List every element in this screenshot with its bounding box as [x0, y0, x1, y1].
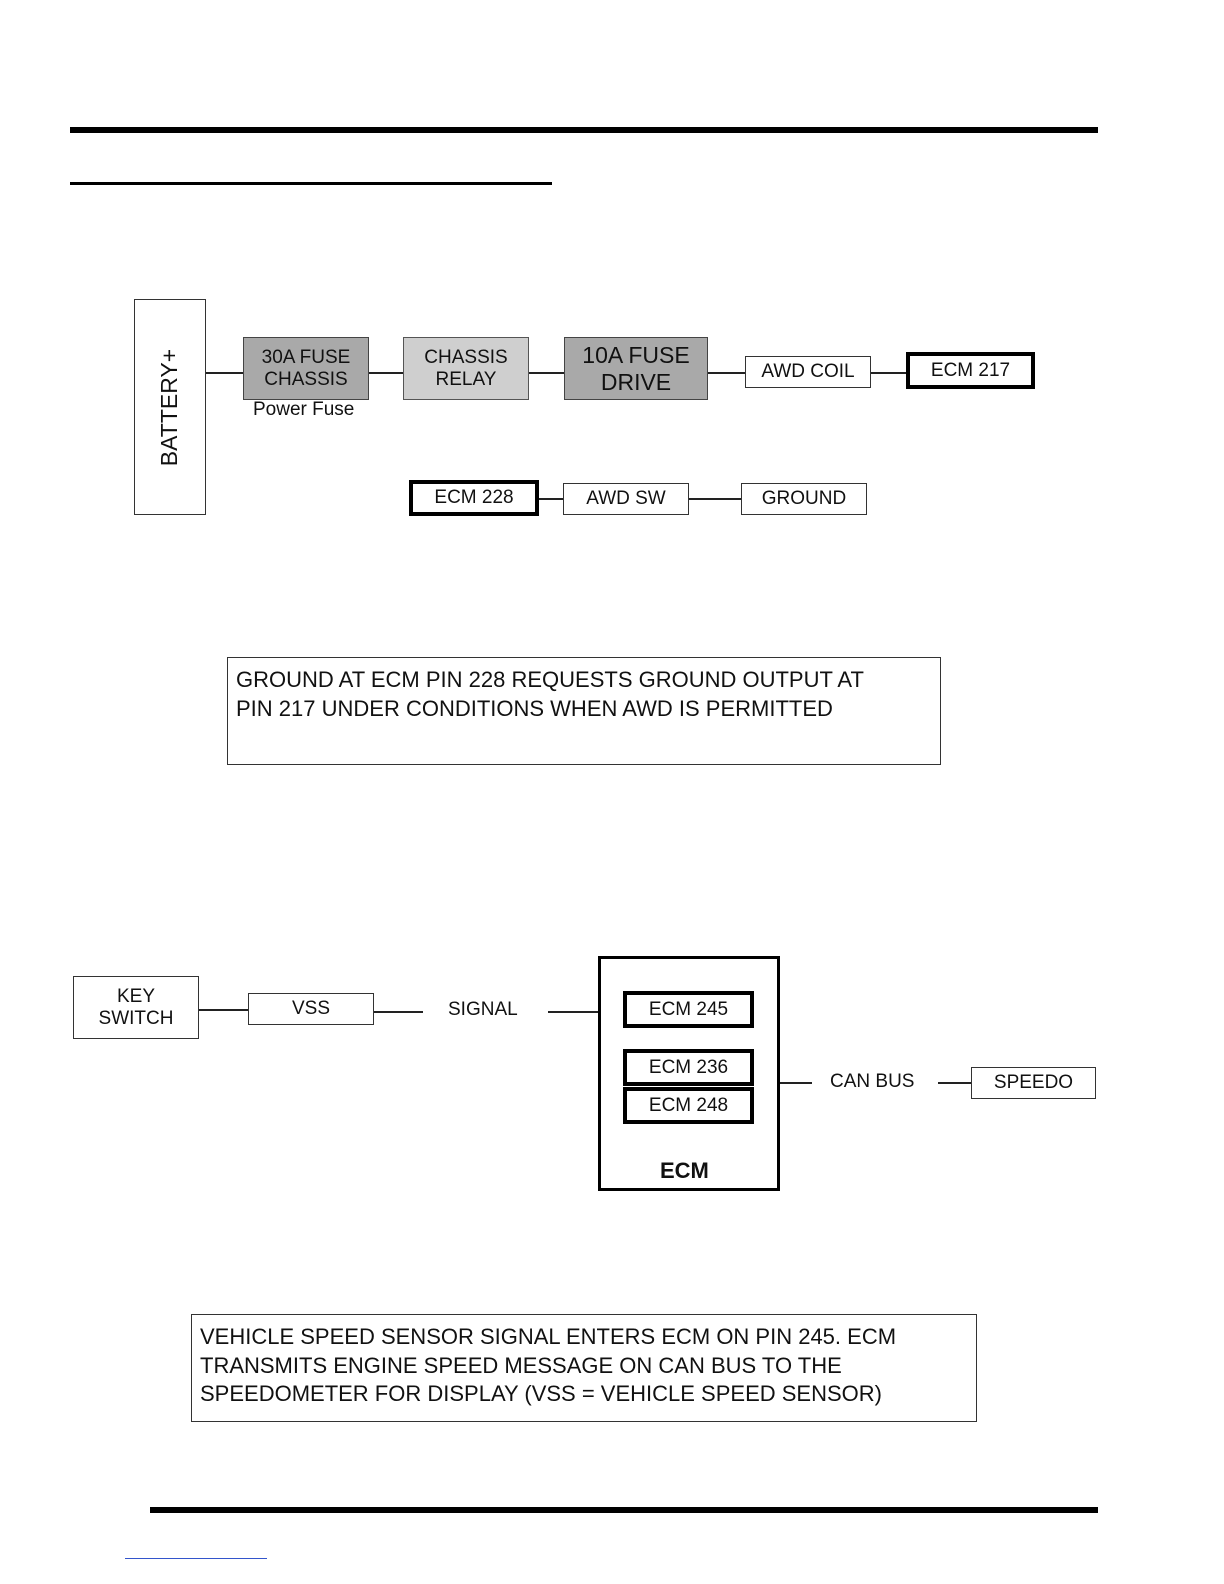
fuse-30a-chassis: 30A FUSE CHASSIS [243, 337, 369, 400]
vss-note: VEHICLE SPEED SENSOR SIGNAL ENTERS ECM O… [191, 1314, 977, 1422]
signal-label: SIGNAL [448, 999, 518, 1020]
footer-link-underline [125, 1558, 267, 1559]
section-rule [70, 182, 552, 185]
speedo-box: SPEEDO [971, 1067, 1096, 1099]
ecm-title: ECM [660, 1158, 709, 1183]
power-fuse-caption: Power Fuse [253, 399, 355, 420]
awd-note: GROUND AT ECM PIN 228 REQUESTS GROUND OU… [227, 657, 941, 765]
wire-fuse30-relay [369, 372, 403, 374]
wire-awdcoil-ecm217 [871, 372, 906, 374]
ecm-pin-228: ECM 228 [409, 480, 539, 516]
wire-key-vss [199, 1009, 248, 1011]
wire-ecm-canbus [780, 1082, 812, 1084]
top-rule [70, 127, 1098, 133]
awd-coil: AWD COIL [745, 356, 871, 388]
wire-fuse10-awdcoil [708, 372, 745, 374]
wire-ecm228-awdsw [539, 498, 563, 500]
ecm-pin-245: ECM 245 [623, 991, 754, 1028]
bottom-rule [150, 1507, 1098, 1513]
can-bus-label: CAN BUS [830, 1071, 915, 1092]
wire-relay-fuse10 [529, 372, 564, 374]
ecm-pin-248: ECM 248 [623, 1087, 754, 1124]
vss-box: VSS [248, 993, 374, 1025]
fuse-10a-drive: 10A FUSE DRIVE [564, 337, 708, 400]
awd-switch: AWD SW [563, 483, 689, 515]
wire-canbus-speedo [938, 1082, 971, 1084]
wire-signal-ecm [548, 1011, 599, 1013]
chassis-relay: CHASSIS RELAY [403, 337, 529, 400]
battery-label: BATTERY+ [156, 348, 183, 466]
wire-vss-signal [374, 1011, 423, 1013]
wire-battery-fuse30 [206, 372, 243, 374]
key-switch: KEY SWITCH [73, 976, 199, 1039]
ground-box: GROUND [741, 483, 867, 515]
ecm-module [598, 956, 780, 1191]
battery-box: BATTERY+ [134, 299, 206, 515]
ecm-pin-217: ECM 217 [906, 352, 1035, 389]
ecm-pin-236: ECM 236 [623, 1049, 754, 1086]
wire-awdsw-ground [689, 498, 741, 500]
